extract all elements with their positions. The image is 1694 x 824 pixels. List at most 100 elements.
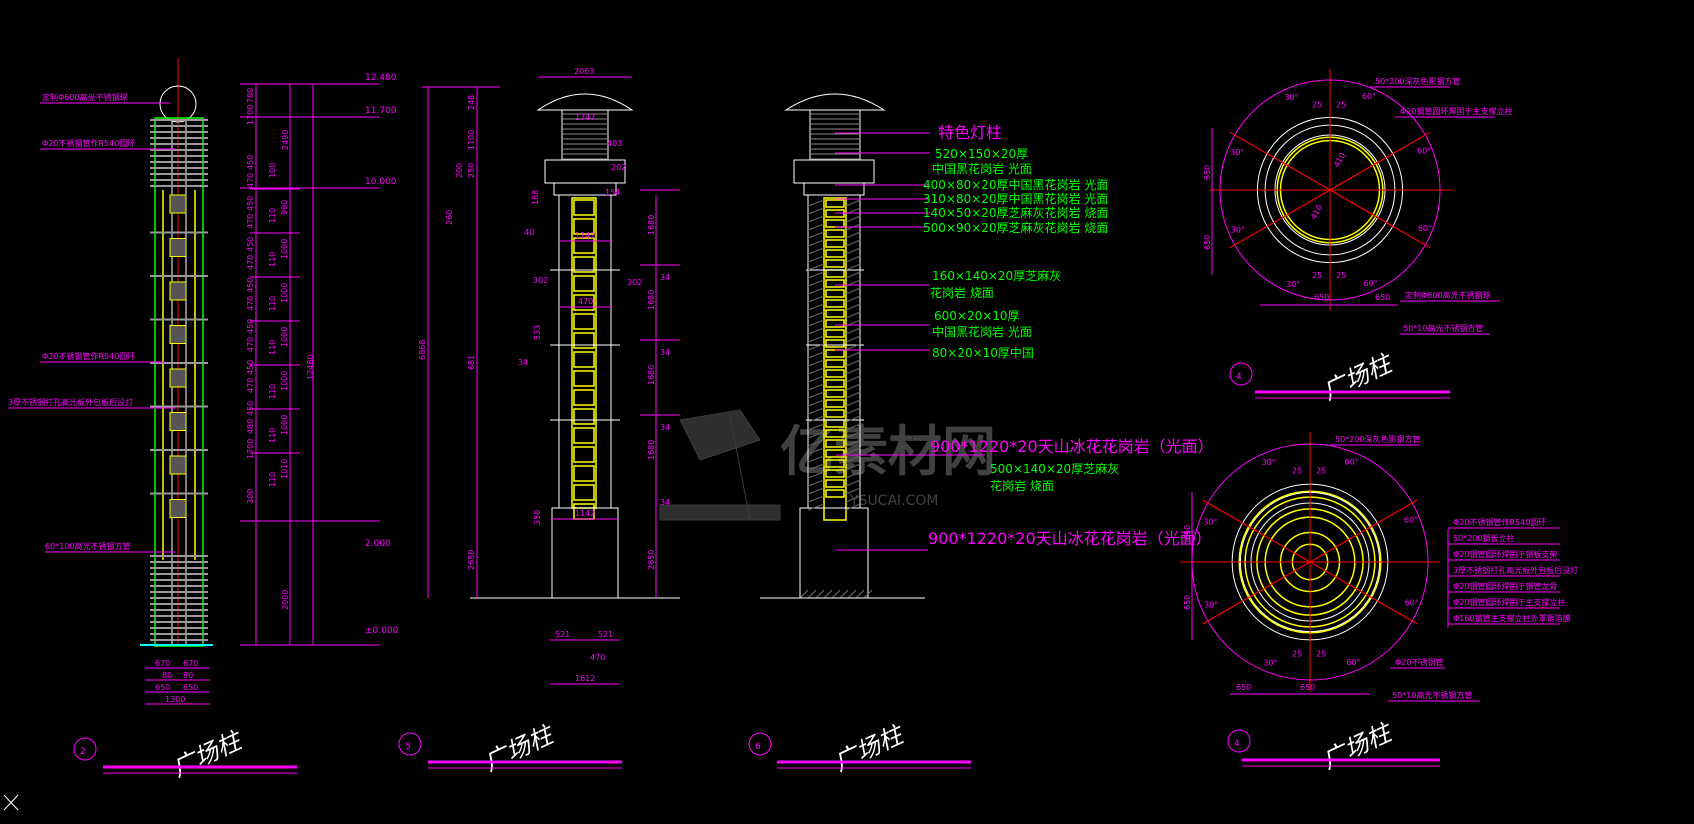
hatch — [807, 487, 825, 495]
light-panel — [169, 455, 187, 475]
dim: 260 — [445, 210, 454, 225]
material-note: 140×50×20厚芝麻灰花岗岩 烧面 — [923, 205, 1108, 220]
dim-label: 25 — [1316, 649, 1326, 658]
hatch — [807, 279, 825, 287]
elevation-label: 10.000 — [365, 177, 397, 187]
hatch — [807, 471, 825, 479]
light-block — [573, 427, 595, 444]
hatch — [807, 367, 825, 375]
plan-label: 50*200深灰色影钢方管 — [1335, 434, 1420, 444]
legend-item: Φ20钢管圆环焊固于钢板支架 — [1453, 549, 1557, 559]
legend-item: 50*200钢板立柱 — [1453, 533, 1514, 543]
angle-label: 30° — [1204, 600, 1218, 609]
dim: 670 — [183, 659, 198, 668]
dim: 248 — [467, 95, 476, 110]
material-note: 600×20×10厚 — [934, 309, 1020, 323]
dim-label: 25 — [1312, 271, 1322, 280]
dim: 650 — [1183, 595, 1192, 610]
light-block — [573, 446, 595, 463]
hatch — [845, 327, 861, 335]
legend-item: Φ160钢管主支撑立柱外罩银箔膜 — [1453, 613, 1571, 623]
hatch — [807, 479, 825, 487]
hatch — [807, 327, 825, 335]
light-block — [573, 256, 595, 273]
light-panel — [169, 238, 187, 257]
dim: 681 — [467, 355, 476, 370]
light-block — [825, 389, 845, 398]
plan-label: Φ20钢管圆环焊固于主支撑立柱 — [1400, 106, 1512, 116]
dim: 1142 — [575, 231, 595, 240]
dim-label: 25 — [1316, 467, 1326, 476]
hatch — [845, 311, 861, 319]
elevation-marks: 12.480 11.700 10.000 2.000 ±0.000 — [365, 73, 399, 636]
angle-label: 60° — [1364, 279, 1378, 288]
hatch — [807, 215, 825, 223]
dim-label: 25 — [1336, 101, 1346, 110]
light-block — [825, 439, 845, 448]
hatch — [807, 503, 825, 511]
hatch — [807, 383, 825, 391]
hatch — [807, 255, 825, 263]
light-block — [573, 332, 595, 349]
dim-label: 780 — [246, 88, 255, 103]
drawing-number: 4 — [1236, 372, 1242, 382]
angle-label: 30° — [1230, 148, 1244, 157]
plan-label: 50*200深灰色影钢方管 — [1375, 76, 1460, 86]
elevation-label: 2.000 — [365, 539, 391, 549]
hatch — [807, 319, 825, 327]
light-block — [573, 313, 595, 330]
elevation-label: 11.700 — [365, 106, 397, 116]
dim-total: 12480 — [306, 355, 315, 380]
dim-label: 990 — [280, 200, 289, 215]
hatch — [807, 351, 825, 359]
hatch — [807, 207, 825, 215]
legend-item: 3厚不锈钢打孔高光板外包板后设灯 — [1453, 565, 1578, 575]
dim-label: 110 — [268, 384, 277, 399]
dim: 650 — [1300, 683, 1315, 692]
light-block — [825, 269, 845, 278]
hatch — [807, 311, 825, 319]
light-panel — [169, 194, 187, 214]
dim: 200 — [455, 163, 464, 178]
angle-label: 60° — [1346, 658, 1360, 667]
dim-label: 450 — [246, 196, 255, 211]
dim-label: 410 — [1309, 203, 1324, 221]
legend-item: Φ20不锈钢管作R540圆环 — [1453, 517, 1546, 527]
dim: 403 — [607, 139, 622, 148]
elevation-label: 12.480 — [365, 73, 397, 83]
label-ring-top: Φ20不锈钢管作R540圆环 — [42, 138, 135, 148]
dim: 650 — [1236, 683, 1251, 692]
dim: 650 — [1375, 293, 1390, 302]
dim-label: 34 — [660, 348, 670, 357]
dim-label: 25 — [1292, 649, 1302, 658]
material-note: 310×80×20厚中国黑花岗岩 光面 — [923, 191, 1108, 206]
dim: 533 — [533, 325, 542, 340]
light-block — [825, 299, 845, 308]
hatch — [845, 335, 861, 343]
light-block — [825, 399, 845, 408]
hatch — [845, 231, 861, 239]
dim-label: 110 — [268, 428, 277, 443]
light-block — [825, 489, 845, 498]
light-block — [825, 289, 845, 298]
hatch — [807, 343, 825, 351]
hatch — [839, 589, 849, 599]
light-block — [825, 309, 845, 318]
light-block — [573, 370, 595, 387]
hatch — [845, 247, 861, 255]
angle-label: 30° — [1203, 517, 1217, 526]
dim-label: 470 — [246, 173, 255, 188]
dim-label: 1680 — [647, 290, 656, 310]
dim: 202 — [611, 163, 626, 172]
hatch — [807, 455, 825, 463]
hatch — [845, 415, 861, 423]
dim-label: 470 — [246, 378, 255, 393]
ucs-icon — [3, 794, 19, 811]
angle-label: 30° — [1262, 458, 1276, 467]
dim: 350 — [533, 510, 542, 525]
hatch — [807, 239, 825, 247]
light-panel — [169, 281, 187, 301]
